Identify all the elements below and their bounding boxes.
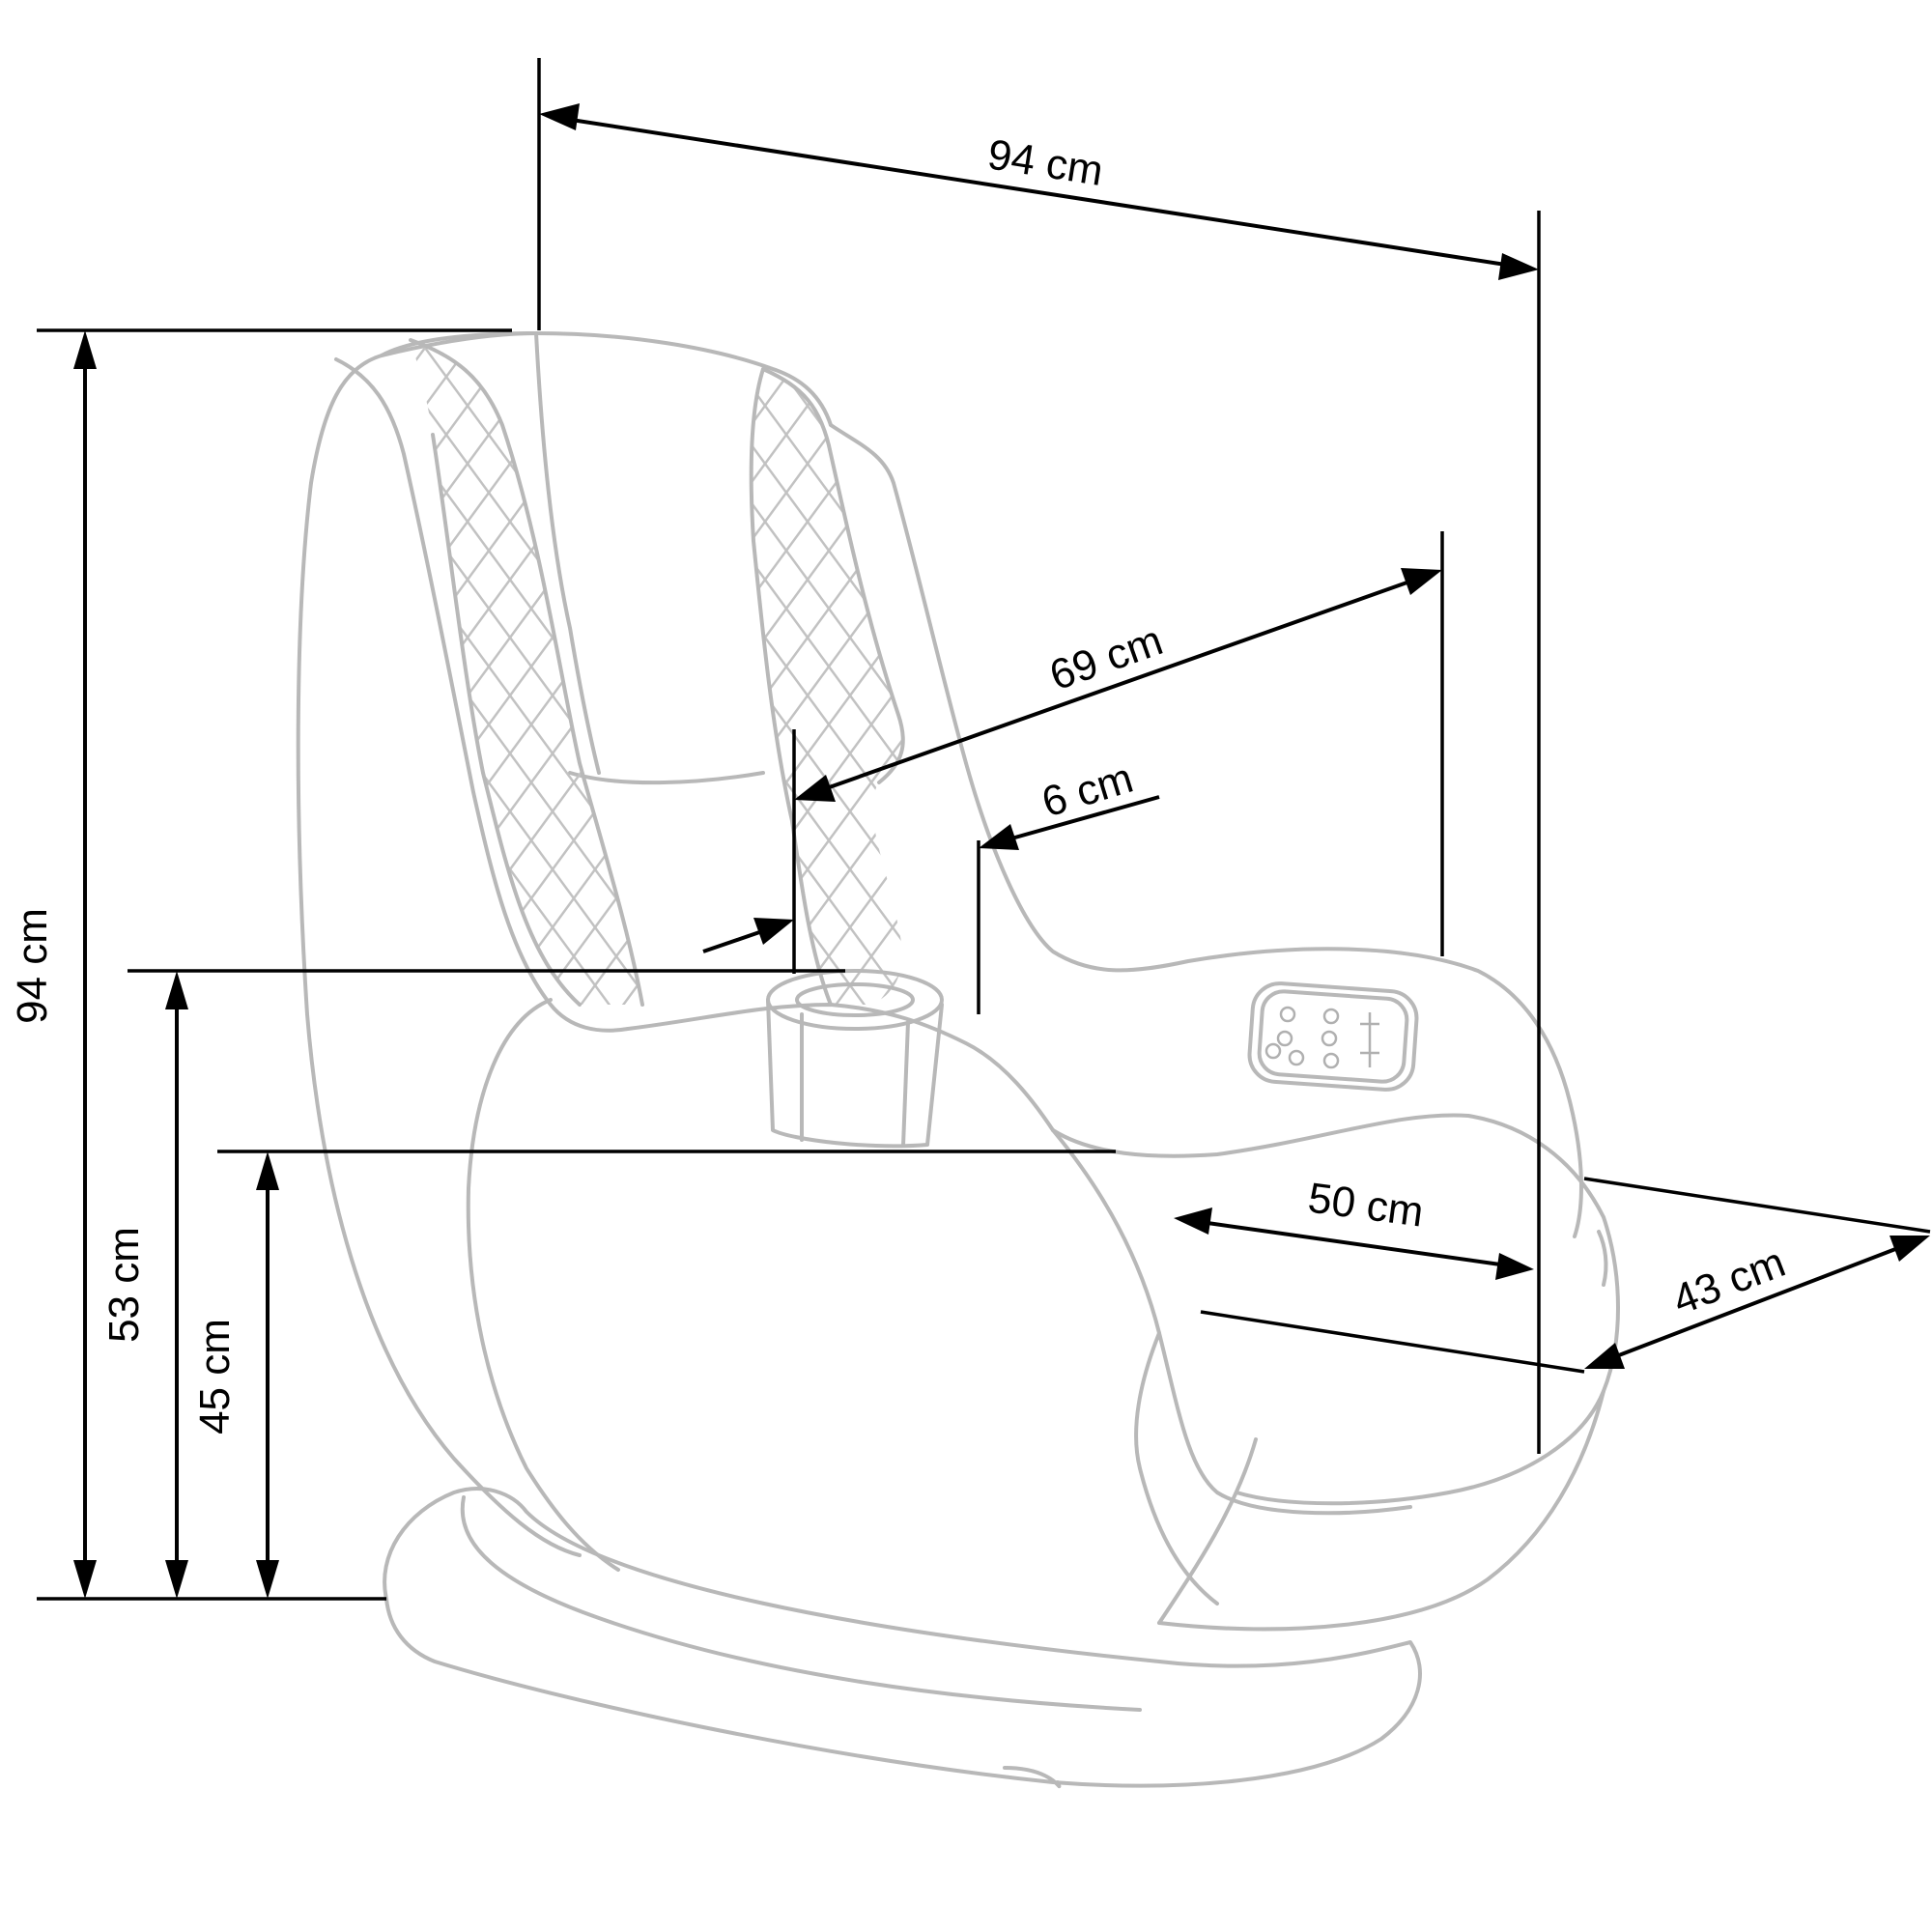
- control-panel: [1247, 981, 1419, 1092]
- chair-base: [383, 1487, 1422, 1788]
- label-seat-depth: 50 cm: [1305, 1175, 1426, 1236]
- quilted-panel-right: [749, 367, 905, 1007]
- label-height: 94 cm: [9, 908, 56, 1024]
- dim-depth: [539, 103, 1539, 280]
- chair-illustration: [296, 331, 1620, 1789]
- dim-armrest-width: [702, 795, 1160, 953]
- chair-legrest: [1134, 1331, 1219, 1605]
- quilted-panel-left: [409, 338, 644, 1007]
- dim-seat-depth: [1174, 1208, 1534, 1280]
- dimension-labels: 94 cm 94 cm 53 cm 45 cm 69 cm 6 cm 50 cm…: [9, 130, 1792, 1435]
- dim-backrest-width: [794, 568, 1442, 802]
- dimension-lines: [37, 58, 1931, 1601]
- dim-seat-height: [256, 1151, 279, 1599]
- dim-seat-width: [1584, 1236, 1930, 1369]
- chair-headrest: [380, 331, 833, 427]
- cup-holder: [766, 969, 944, 1149]
- label-seat-height: 45 cm: [191, 1319, 239, 1435]
- chair-seat: [466, 998, 620, 1572]
- label-armrest-height: 53 cm: [100, 1227, 148, 1343]
- dim-armrest-height: [165, 971, 188, 1599]
- dim-height: [73, 330, 97, 1599]
